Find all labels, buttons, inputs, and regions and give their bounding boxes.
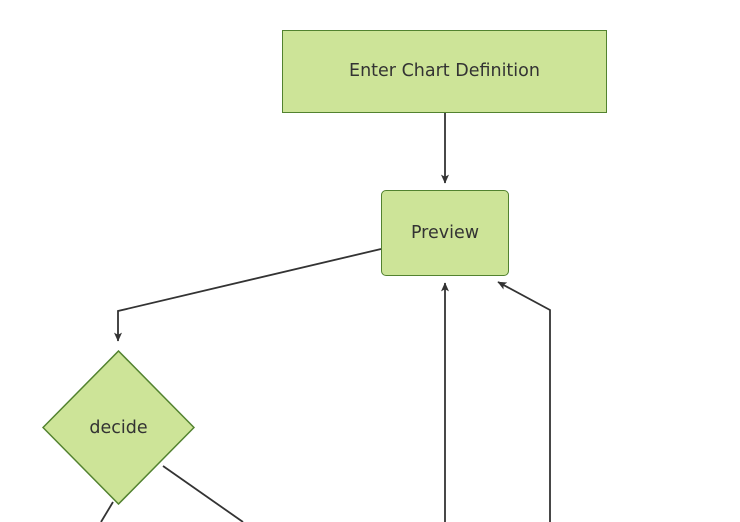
diamond-polygon bbox=[42, 350, 195, 505]
diamond-shape-icon bbox=[42, 350, 195, 505]
edge-bottom-right-to-preview bbox=[497, 281, 551, 522]
node-decide[interactable]: decide bbox=[42, 350, 195, 505]
node-preview[interactable]: Preview bbox=[381, 190, 509, 276]
node-label-enter-chart-definition: Enter Chart Definition bbox=[349, 61, 540, 81]
node-label-preview: Preview bbox=[410, 222, 480, 243]
edge-preview-to-decide bbox=[114, 248, 382, 342]
node-enter-chart-definition[interactable]: Enter Chart Definition bbox=[282, 30, 607, 113]
edge-decide-bottom-out bbox=[100, 501, 114, 522]
node-label-decide: decide bbox=[89, 417, 148, 438]
